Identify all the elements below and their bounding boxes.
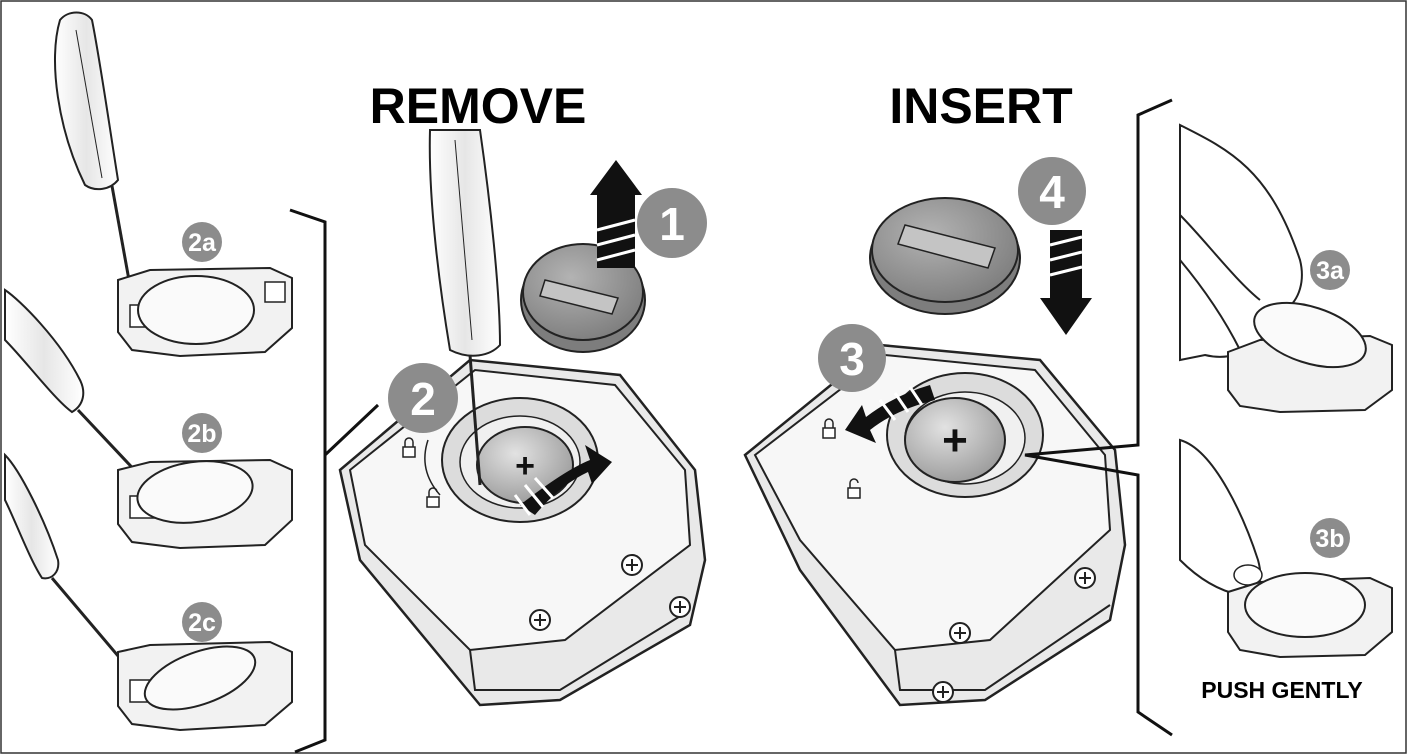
step-label-3: 3 [839, 333, 865, 385]
step-label-2b: 2b [187, 420, 216, 448]
arrow-icon [1040, 230, 1092, 335]
battery-plus-symbol: + [942, 416, 968, 465]
screwdriver-icon [428, 129, 502, 486]
remove-section: REMOVE + [338, 78, 707, 707]
arrow-icon [513, 445, 612, 516]
step-badge-3b [1310, 518, 1350, 558]
holder-3b: 3b [1179, 438, 1393, 659]
step-label-3b: 3b [1315, 525, 1344, 553]
coin-battery-icon [137, 275, 255, 345]
step-label-2c: 2c [188, 609, 216, 637]
left-detail-panel: 2a 2b 2c [4, 11, 380, 754]
holder-3a: 3a [1179, 123, 1393, 414]
screw-icon [1074, 567, 1096, 589]
hand-icon [1179, 438, 1263, 597]
push-gently-caption: PUSH GENTLY [1201, 677, 1362, 703]
coin-battery-icon [1244, 572, 1366, 638]
screwdriver-icon [4, 452, 132, 671]
step-label-1: 1 [659, 198, 685, 250]
coin-battery-icon [136, 460, 254, 524]
step-badge-2c [182, 602, 222, 642]
holder-2b: 2b [4, 288, 293, 550]
screw-icon [529, 609, 551, 631]
screw-icon [669, 596, 691, 618]
insert-section: INSERT + [743, 78, 1127, 707]
arrow-icon [424, 439, 441, 496]
screw-icon [949, 622, 971, 644]
right-detail-panel: 3a 3b PUSH GENTLY [1024, 98, 1393, 737]
step-label-2a: 2a [188, 229, 217, 257]
holder-2a: 2a [53, 11, 293, 358]
step-badge-2a [182, 222, 222, 262]
holder-2c: 2c [4, 452, 293, 732]
screw-icon [621, 554, 643, 576]
detail-bracket-right [1024, 98, 1173, 737]
detail-bracket-left [289, 208, 380, 754]
lock-icon [822, 418, 836, 439]
step-badge-1 [637, 188, 707, 258]
arrow-icon [590, 160, 642, 268]
battery-plus-symbol: + [515, 447, 535, 485]
screw-icon [932, 681, 954, 703]
step-label-3a: 3a [1316, 257, 1345, 285]
step-label-4: 4 [1039, 166, 1065, 218]
step-badge-3a [1310, 250, 1350, 290]
step-badge-3 [818, 324, 886, 392]
battery-cover-icon [869, 197, 1021, 315]
coin-battery-icon [904, 397, 1006, 483]
step-label-2: 2 [410, 373, 436, 425]
lock-icon [402, 437, 416, 458]
arrow-icon [845, 385, 935, 443]
insert-heading: INSERT [889, 78, 1072, 134]
unlock-icon [847, 478, 861, 499]
device-insert: + [743, 343, 1127, 707]
coin-battery-icon [143, 645, 257, 711]
step-badge-2b [182, 413, 222, 453]
coin-battery-icon [1253, 301, 1367, 369]
step-badge-2 [388, 363, 458, 433]
remove-heading: REMOVE [370, 78, 587, 134]
step-badge-4 [1018, 157, 1086, 225]
